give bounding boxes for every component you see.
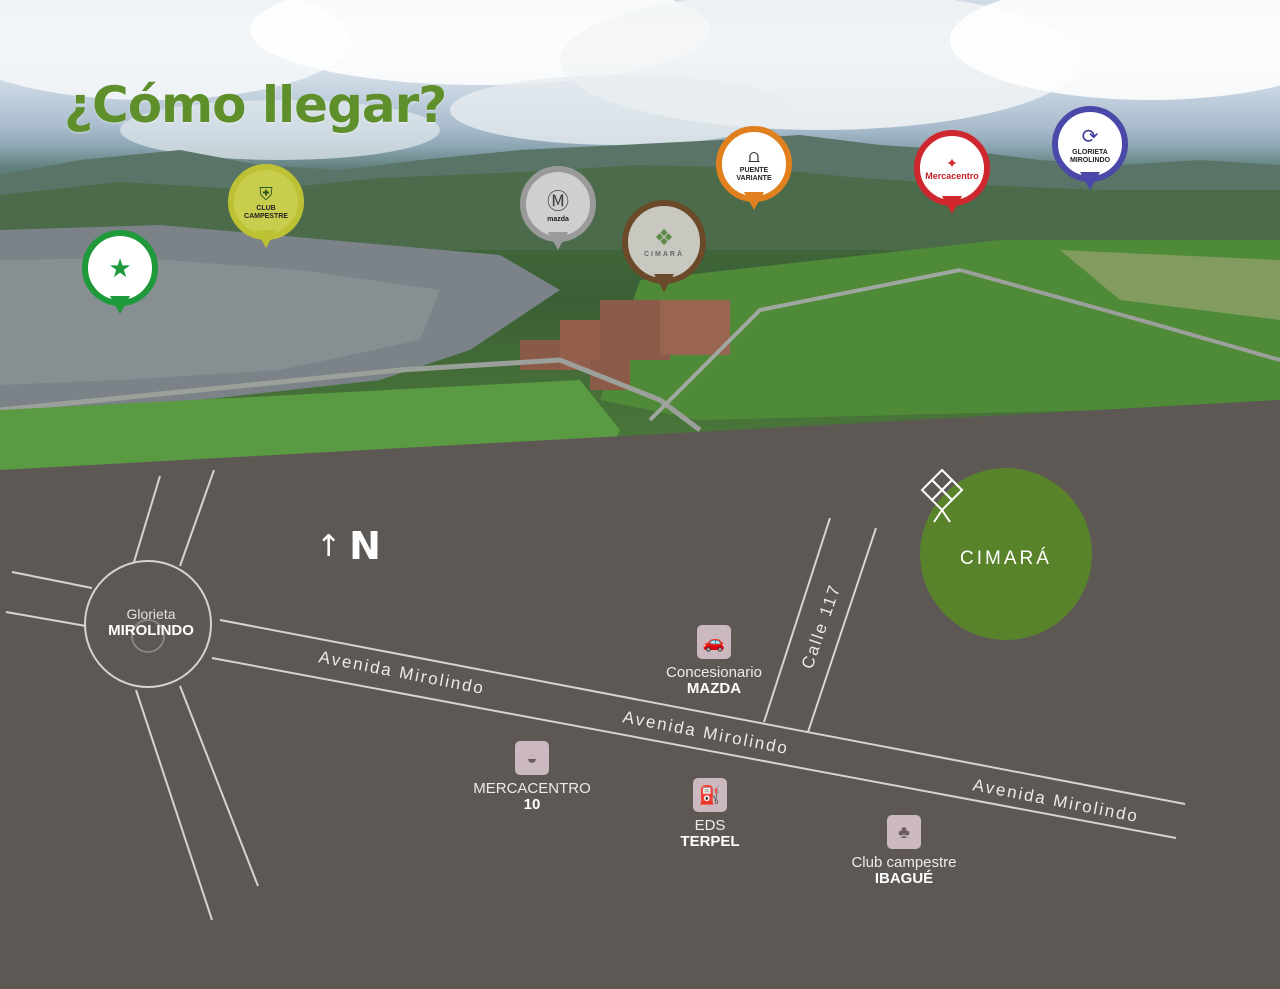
glorieta-line2: MIROLINDO [108, 622, 194, 639]
cimara-knot-icon [920, 468, 964, 523]
street-label-calle-117: Calle 117 [798, 581, 845, 671]
poi-mazda[interactable]: 🚗 Concesionario MAZDA [634, 625, 794, 697]
poi-mercacentro[interactable]: ◒ MERCACENTRO 10 [452, 741, 612, 813]
aerial-photo: ¿Cómo llegar? ★ ⛨ CLUB CAMPESTRE Ⓜ mazda… [0, 0, 1280, 470]
fuel-icon: ⛽ [693, 778, 727, 812]
bridge-icon: ⩍ [748, 146, 760, 167]
street-label-avenida-1: Avenida Mirolindo [317, 647, 486, 698]
pin-club-campestre[interactable]: ⛨ CLUB CAMPESTRE [228, 164, 304, 260]
poi-line1: Club campestre [851, 854, 957, 871]
pin-mercacentro[interactable]: ✦ Mercacentro [914, 130, 990, 226]
pin-label: CIMARÁ [644, 251, 684, 259]
pin-label: mazda [547, 216, 569, 224]
arrow-up-icon: ↑ [316, 528, 342, 564]
glorieta-line1: Glorieta [126, 606, 176, 622]
north-label: N [349, 524, 381, 568]
pin-label: Mercacentro [925, 170, 979, 181]
pin-label: CLUB CAMPESTRE [244, 205, 288, 220]
tree-icon: ♣ [887, 815, 921, 849]
roundabout-icon: ⟳ [1081, 126, 1099, 149]
poi-terpel[interactable]: ⛽ EDS TERPEL [630, 778, 790, 850]
cimara-knot-icon: ❖ [654, 225, 674, 251]
pin-cimara[interactable]: ❖ CIMARÁ [622, 200, 706, 296]
pin-mazda[interactable]: Ⓜ mazda [520, 166, 596, 262]
pin-label: PUENTE VARIANTE [736, 167, 772, 182]
pin-liga[interactable]: ★ [82, 230, 158, 326]
shield-icon: ★ [108, 252, 132, 283]
poi-line2: MAZDA [686, 679, 742, 697]
poi-line1: MERCACENTRO [473, 780, 591, 797]
street-label-avenida-3: Avenida Mirolindo [971, 775, 1140, 826]
poi-line2: TERPEL [680, 832, 740, 850]
pin-label: GLORIETA MIROLINDO [1069, 149, 1111, 164]
poi-club-campestre[interactable]: ♣ Club campestre IBAGUÉ [824, 815, 984, 887]
poi-line2: 10 [523, 795, 541, 813]
page-title: ¿Cómo llegar? [64, 76, 447, 134]
fruit-icon: ◒ [515, 741, 549, 775]
mercacentro-logo-icon: ✦ [946, 154, 958, 171]
street-label-avenida-2: Avenida Mirolindo [621, 707, 790, 758]
cimara-brand: CIMARÁ [960, 548, 1052, 569]
poi-line1: EDS [694, 817, 726, 834]
pin-puente-variante[interactable]: ⩍ PUENTE VARIANTE [716, 126, 792, 222]
car-icon: 🚗 [697, 625, 731, 659]
mazda-logo-icon: Ⓜ [546, 189, 569, 215]
poi-line2: IBAGUÉ [874, 869, 934, 887]
cimara-logo[interactable]: CIMARÁ [920, 468, 1092, 640]
poi-line1: Concesionario [666, 664, 762, 681]
crest-icon: ⛨ [259, 184, 273, 205]
glorieta-label: Glorieta MIROLINDO [96, 606, 206, 639]
north-indicator: ↑ N [316, 524, 381, 568]
pin-glorieta-mirolindo[interactable]: ⟳ GLORIETA MIROLINDO [1052, 106, 1128, 202]
